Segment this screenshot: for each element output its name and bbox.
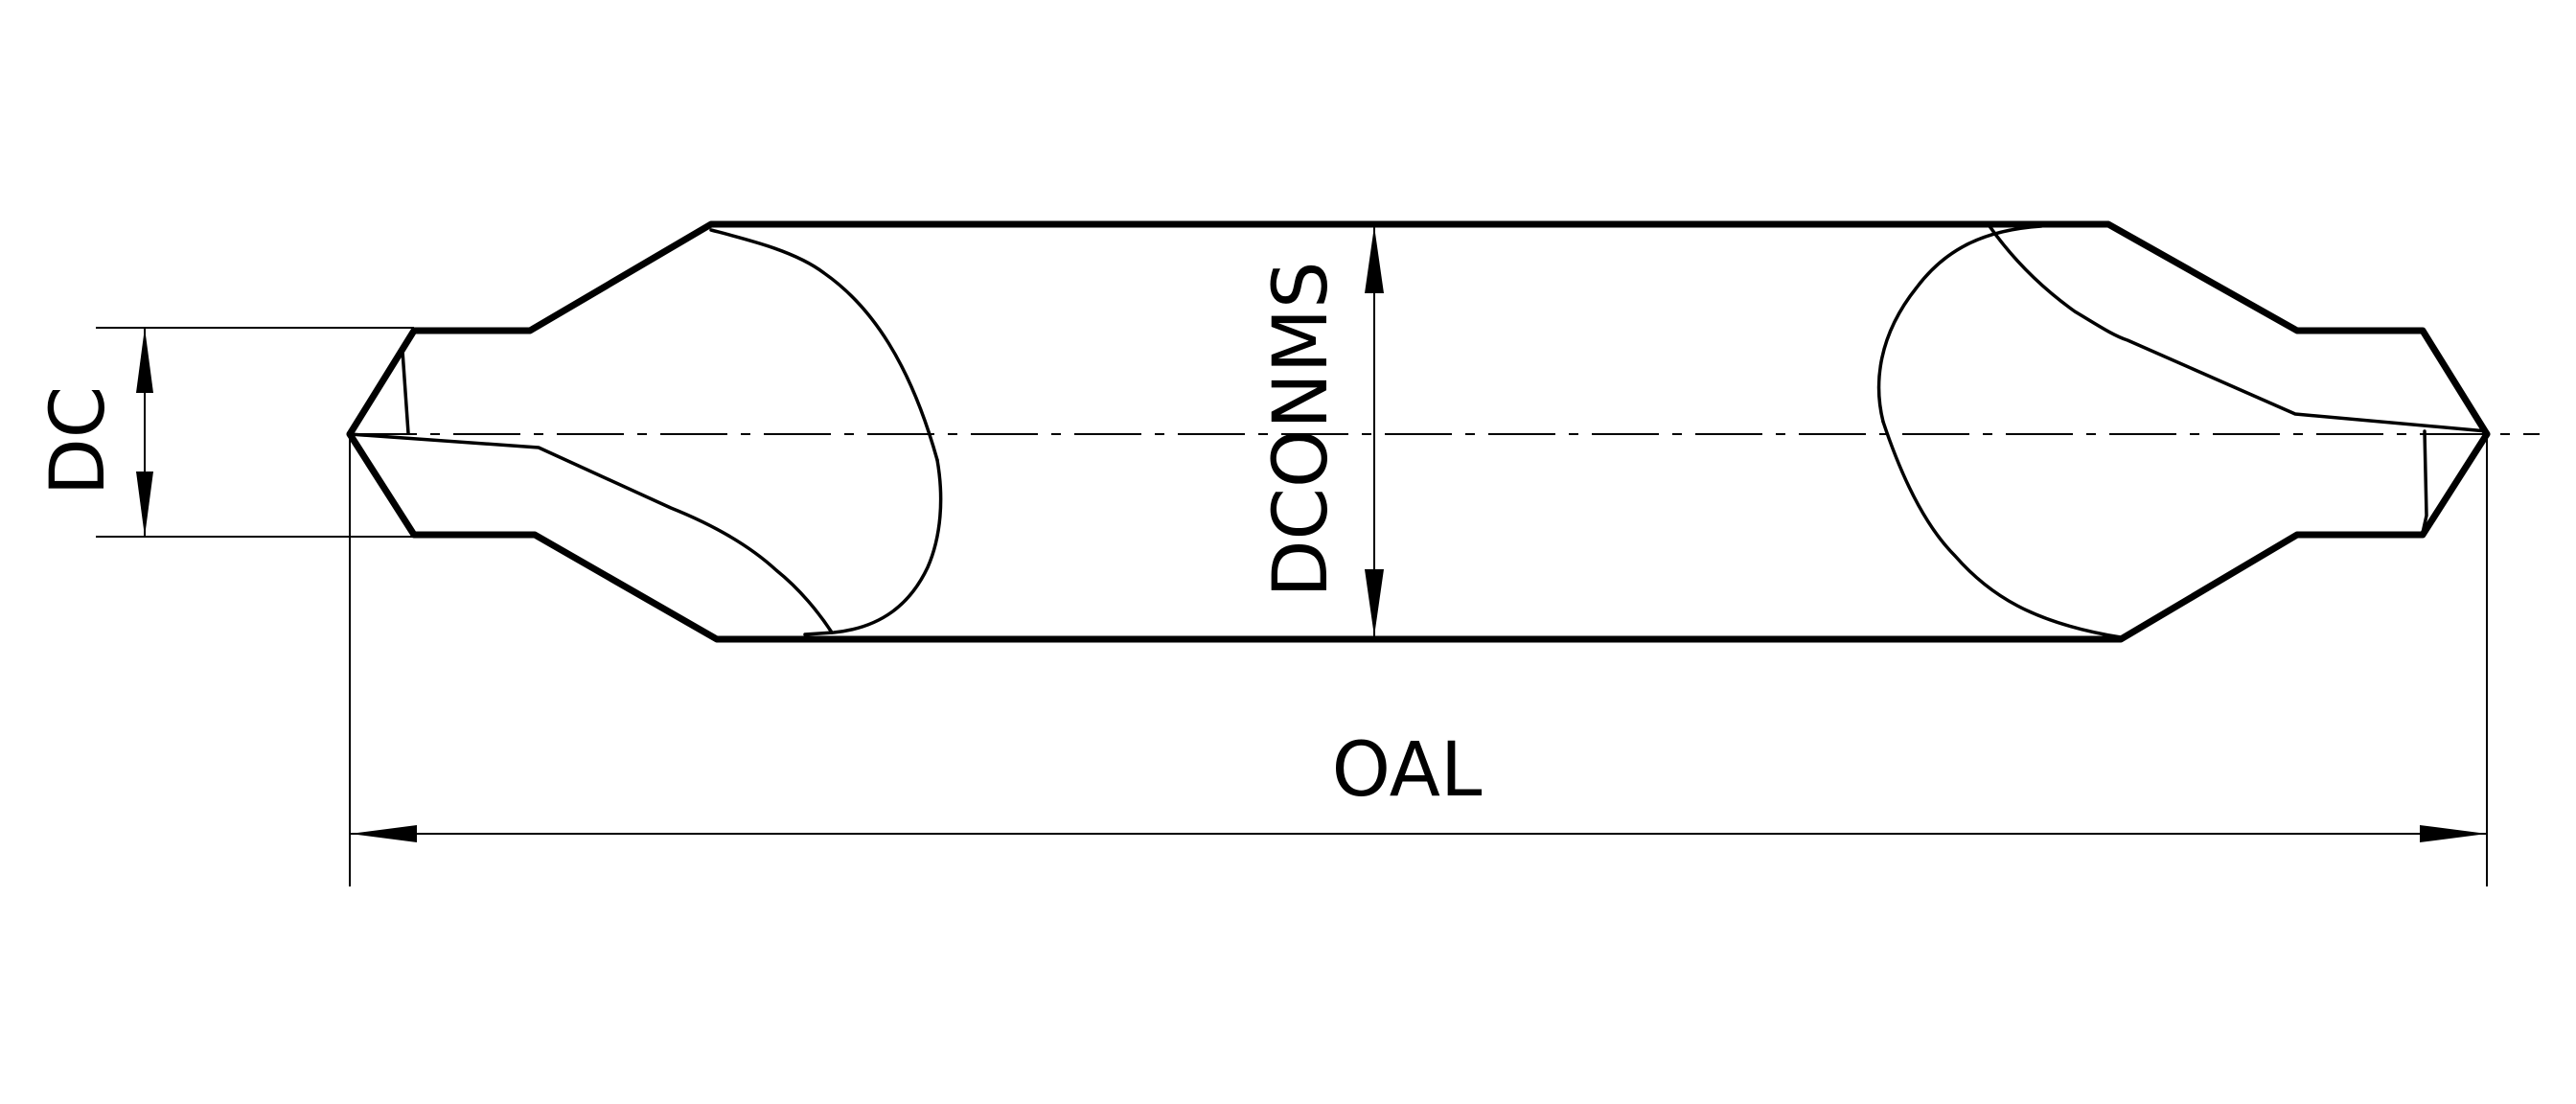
dc-dimension: DC: [35, 327, 414, 538]
oal-arrow-right: [2420, 825, 2487, 842]
dconms-label: DCONMS: [1258, 261, 1345, 597]
left-flute: [348, 228, 943, 636]
dc-arrow-top: [136, 328, 153, 393]
oal-label: OAL: [1332, 727, 1483, 814]
dc-label: DC: [35, 386, 122, 496]
dconms-arrow-bottom: [1365, 569, 1384, 636]
outline-bottom: [346, 430, 2491, 643]
dconms-dimension: DCONMS: [1258, 226, 1384, 636]
outline-top: [346, 220, 2491, 438]
right-flute: [1876, 224, 2489, 639]
dc-arrow-bottom: [136, 472, 153, 537]
oal-arrow-left: [350, 825, 417, 842]
oal-dimension: OAL: [349, 434, 2488, 886]
dconms-arrow-top: [1365, 226, 1384, 293]
tool-outline: [346, 220, 2491, 643]
